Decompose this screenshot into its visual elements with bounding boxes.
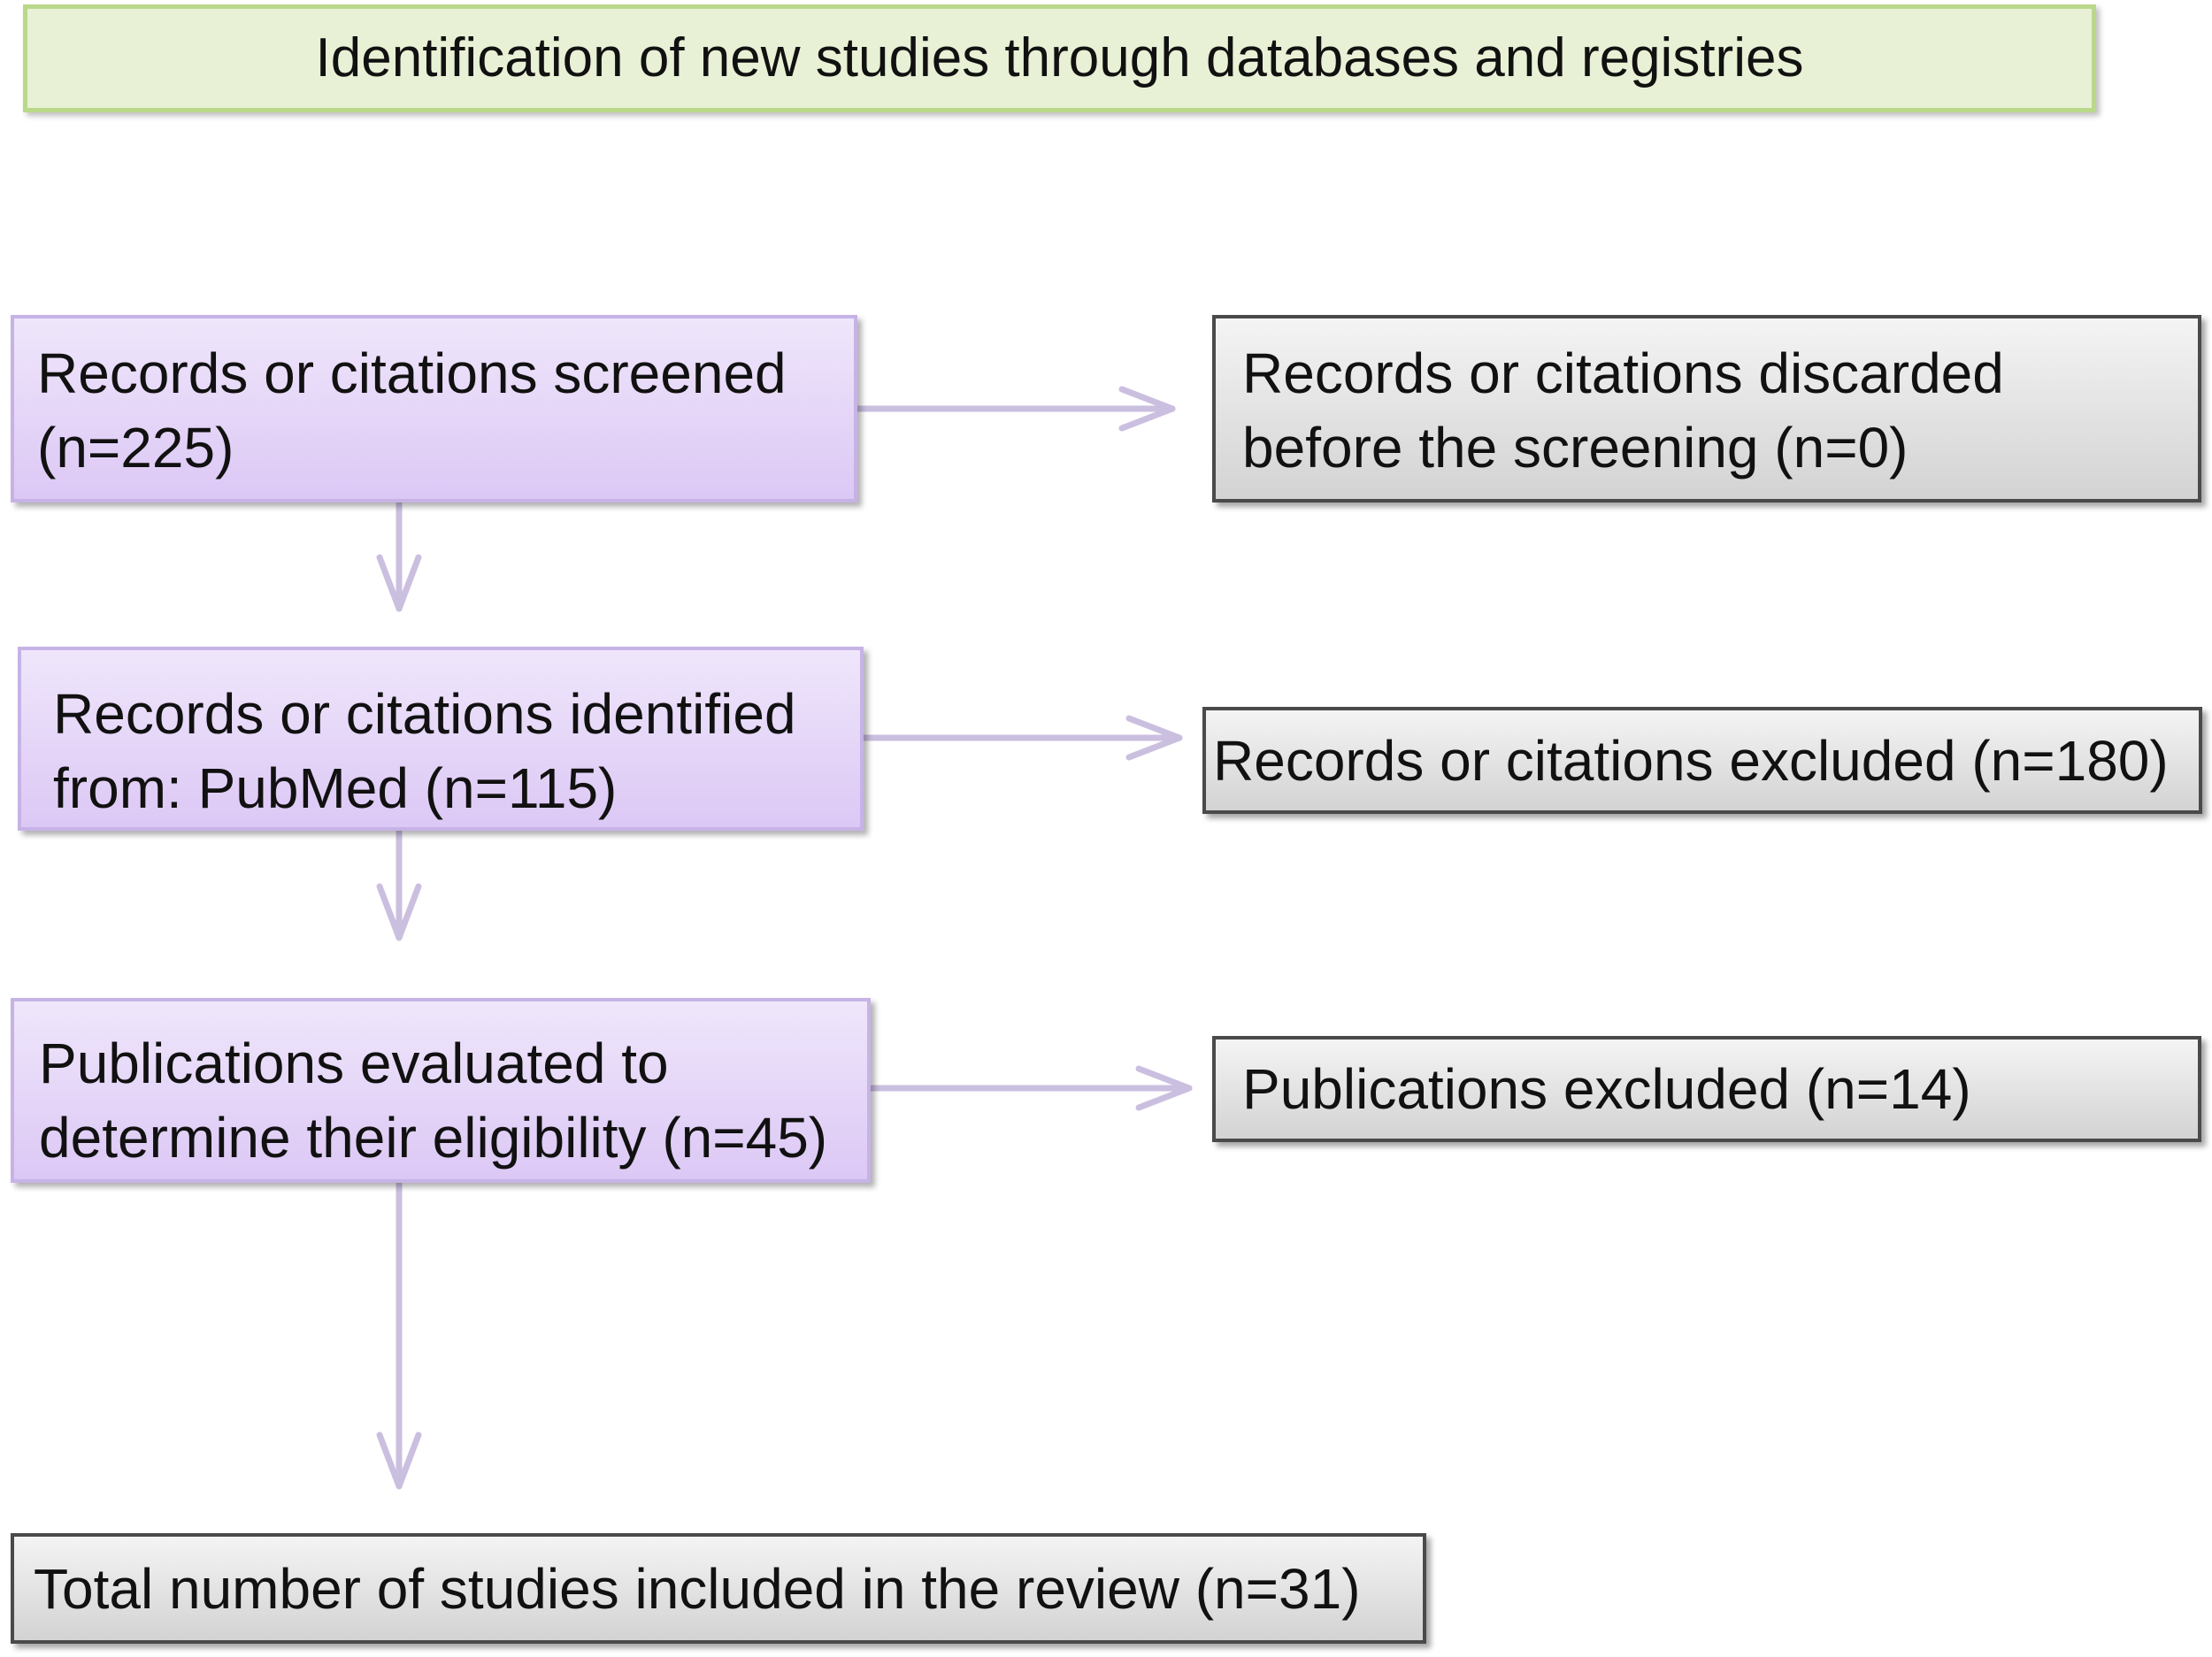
- publications-excluded-text: Publications excluded (n=14): [1242, 1057, 1971, 1121]
- header-title: Identification of new studies through da…: [315, 27, 1804, 88]
- excluded-text: Records or citations excluded (n=180): [1213, 728, 2169, 793]
- arrow-evaluated-to-pubexcluded: [867, 1065, 1193, 1111]
- screened-line1: Records or citations screened: [37, 341, 787, 405]
- arrow-identified-to-excluded: [860, 715, 1183, 761]
- screened-box: Records or citations screened (n=225): [11, 315, 857, 502]
- discarded-line1: Records or citations discarded: [1242, 341, 2004, 405]
- identified-box: Records or citations identified from: Pu…: [18, 647, 864, 831]
- screened-line2: (n=225): [37, 416, 234, 479]
- excluded-box: Records or citations excluded (n=180): [1202, 707, 2202, 814]
- arrow-evaluated-to-total: [376, 1179, 422, 1490]
- arrow-screened-to-discarded: [854, 386, 1176, 432]
- total-text: Total number of studies included in the …: [34, 1556, 1361, 1621]
- arrow-identified-to-evaluated: [376, 827, 422, 941]
- evaluated-box: Publications evaluated to determine thei…: [11, 998, 871, 1183]
- evaluated-line2: determine their eligibility (n=45): [39, 1106, 828, 1170]
- header-box: Identification of new studies through da…: [23, 4, 2096, 112]
- identified-line2: from: PubMed (n=115): [53, 756, 618, 820]
- total-box: Total number of studies included in the …: [11, 1533, 1426, 1644]
- discarded-box: Records or citations discarded before th…: [1212, 315, 2201, 502]
- evaluated-line1: Publications evaluated to: [39, 1032, 669, 1095]
- discarded-line2: before the screening (n=0): [1242, 416, 1909, 479]
- arrow-screened-to-identified: [376, 499, 422, 612]
- publications-excluded-box: Publications excluded (n=14): [1212, 1036, 2201, 1142]
- identified-line1: Records or citations identified: [53, 682, 796, 746]
